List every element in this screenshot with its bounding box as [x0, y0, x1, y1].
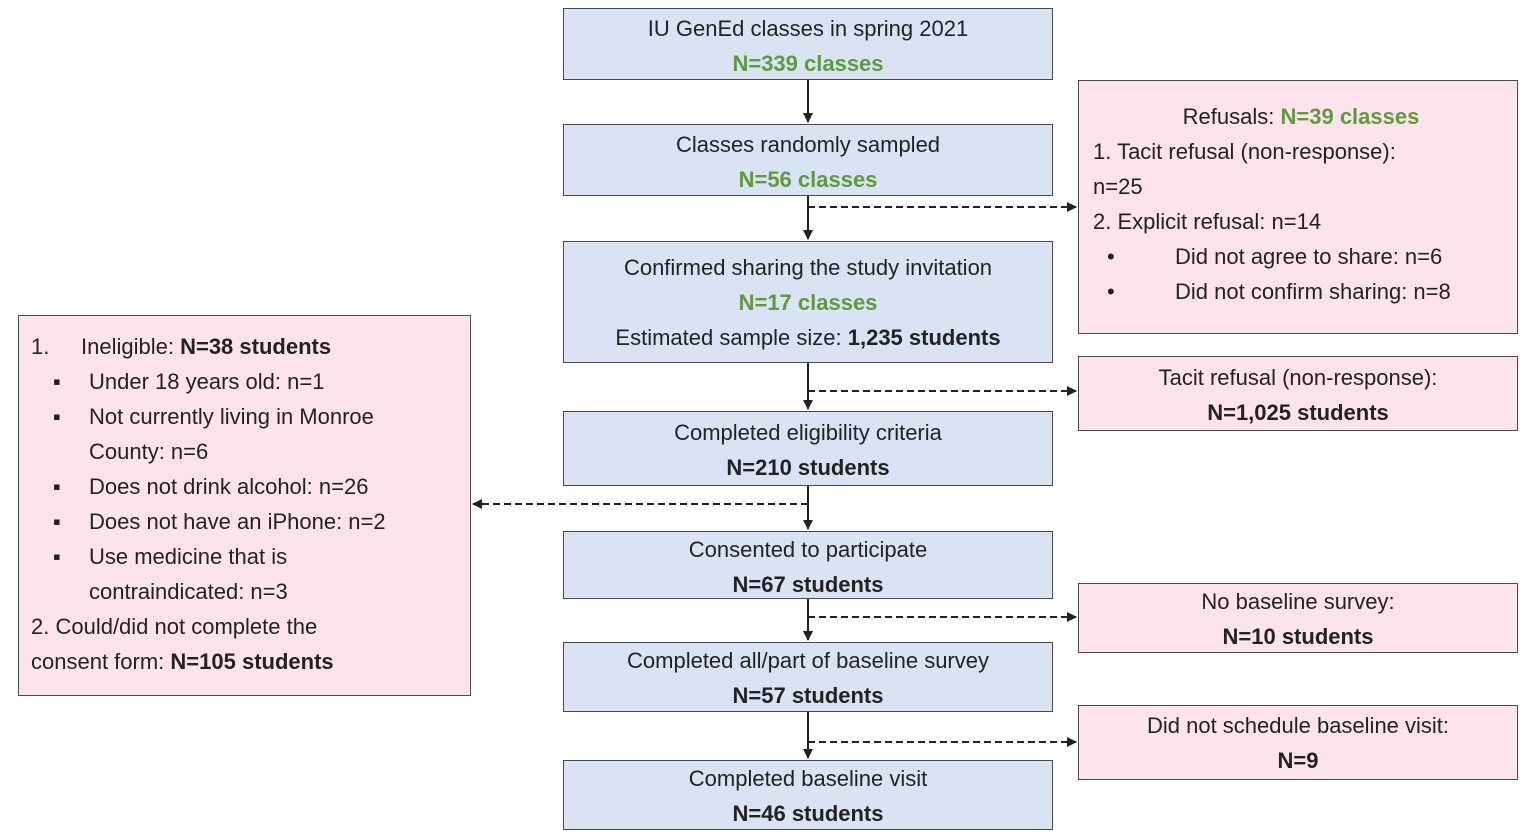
square-bullet-icon: ▪: [53, 509, 61, 534]
bullet-text: Under 18 years old: n=1: [89, 369, 325, 394]
consent-label: consent form:: [31, 649, 165, 674]
box-text: Completed baseline visit: [688, 766, 928, 791]
box-count: N=10 students: [1222, 624, 1374, 649]
bullet-text: Does not have an iPhone: n=2: [89, 509, 386, 534]
refusal-bullet-1: • Did not agree to share: n=6: [1093, 239, 1509, 274]
box-no-baseline-visit: Did not schedule baseline visit: N=9: [1078, 705, 1518, 780]
bullet-icon: •: [1107, 279, 1115, 304]
refusal-item-1: 1. Tacit refusal (non-response):: [1093, 139, 1396, 164]
box-baseline-visit: Completed baseline visit N=46 students: [563, 760, 1053, 830]
box-count: N=1,025 students: [1207, 400, 1389, 425]
bullet-text: Did not confirm sharing: n=8: [1175, 279, 1451, 304]
bullet-text: Did not agree to share: n=6: [1175, 244, 1443, 269]
refusal-item-1-value: n=25: [1093, 174, 1143, 199]
ineligible-bullet-2-cont: County: n=6: [89, 439, 209, 464]
box-count: N=339 classes: [732, 51, 884, 76]
square-bullet-icon: ▪: [53, 474, 61, 499]
bullet-text: Use medicine that is: [89, 544, 288, 569]
refusal-item-2: 2. Explicit refusal: n=14: [1093, 209, 1322, 234]
item-number: 1.: [31, 334, 50, 359]
box-count: N=57 students: [732, 683, 884, 708]
box-text: No baseline survey:: [1201, 589, 1395, 614]
estimate-label: Estimated sample size:: [615, 325, 842, 350]
box-text: IU GenEd classes in spring 2021: [647, 16, 969, 41]
box-consented: Consented to participate N=67 students: [563, 531, 1053, 599]
box-count: N=210 students: [726, 455, 890, 480]
refusals-heading: Refusals: N=39 classes: [1093, 99, 1509, 134]
bullet-text: Not currently living in Monroe: [89, 404, 374, 429]
ineligible-bullet-1: ▪ Under 18 years old: n=1: [31, 364, 464, 399]
ineligible-bullet-3: ▪ Does not drink alcohol: n=26: [31, 469, 464, 504]
bullet-icon: •: [1107, 244, 1115, 269]
box-randomly-sampled: Classes randomly sampled N=56 classes: [563, 124, 1053, 196]
bullet-text: Does not drink alcohol: n=26: [89, 474, 369, 499]
box-no-baseline-survey: No baseline survey: N=10 students: [1078, 583, 1518, 653]
box-count: N=67 students: [732, 572, 884, 597]
box-text: Consented to participate: [688, 537, 928, 562]
box-text: Completed all/part of baseline survey: [627, 648, 989, 673]
ineligible-bullet-5-cont: contraindicated: n=3: [89, 579, 288, 604]
box-count: N=17 classes: [738, 290, 878, 315]
box-text: Did not schedule baseline visit:: [1146, 713, 1450, 738]
box-gened-classes: IU GenEd classes in spring 2021 N=339 cl…: [563, 8, 1053, 80]
ineligible-heading: 1. Ineligible: N=38 students: [31, 329, 464, 364]
box-count: N=46 students: [732, 801, 884, 826]
estimate-line: Estimated sample size: 1,235 students: [564, 320, 1052, 355]
estimate-value: 1,235 students: [847, 325, 1001, 350]
ineligible-bullet-4: ▪ Does not have an iPhone: n=2: [31, 504, 464, 539]
consent-count: N=105 students: [170, 649, 334, 674]
box-refusals: Refusals: N=39 classes 1. Tacit refusal …: [1078, 80, 1518, 334]
refusals-count: N=39 classes: [1280, 104, 1420, 129]
square-bullet-icon: ▪: [53, 544, 61, 569]
ineligible-bullet-5: ▪ Use medicine that is: [31, 539, 464, 574]
box-text: Classes randomly sampled: [675, 132, 941, 157]
box-ineligible: 1. Ineligible: N=38 students ▪ Under 18 ye…: [18, 315, 471, 696]
box-count: N=56 classes: [738, 167, 878, 192]
box-text: Completed eligibility criteria: [674, 420, 942, 445]
ineligible-bullet-2: ▪ Not currently living in Monroe: [31, 399, 464, 434]
box-text: Confirmed sharing the study invitation: [623, 255, 993, 280]
refusal-bullet-2: • Did not confirm sharing: n=8: [1093, 274, 1509, 309]
box-baseline-survey: Completed all/part of baseline survey N=…: [563, 642, 1053, 712]
ineligible-label: Ineligible:: [81, 334, 174, 359]
square-bullet-icon: ▪: [53, 369, 61, 394]
box-count: N=9: [1277, 748, 1319, 773]
box-tacit-refusal: Tacit refusal (non-response): N=1,025 st…: [1078, 356, 1518, 431]
consent-item-line-2: consent form: N=105 students: [31, 644, 464, 679]
box-eligibility: Completed eligibility criteria N=210 stu…: [563, 411, 1053, 486]
box-confirmed-sharing: Confirmed sharing the study invitation N…: [563, 241, 1053, 363]
refusals-label: Refusals:: [1182, 104, 1275, 129]
square-bullet-icon: ▪: [53, 404, 61, 429]
box-text: Tacit refusal (non-response):: [1158, 365, 1438, 390]
ineligible-count: N=38 students: [180, 334, 332, 359]
consent-item-line-1: 2. Could/did not complete the: [31, 614, 318, 639]
